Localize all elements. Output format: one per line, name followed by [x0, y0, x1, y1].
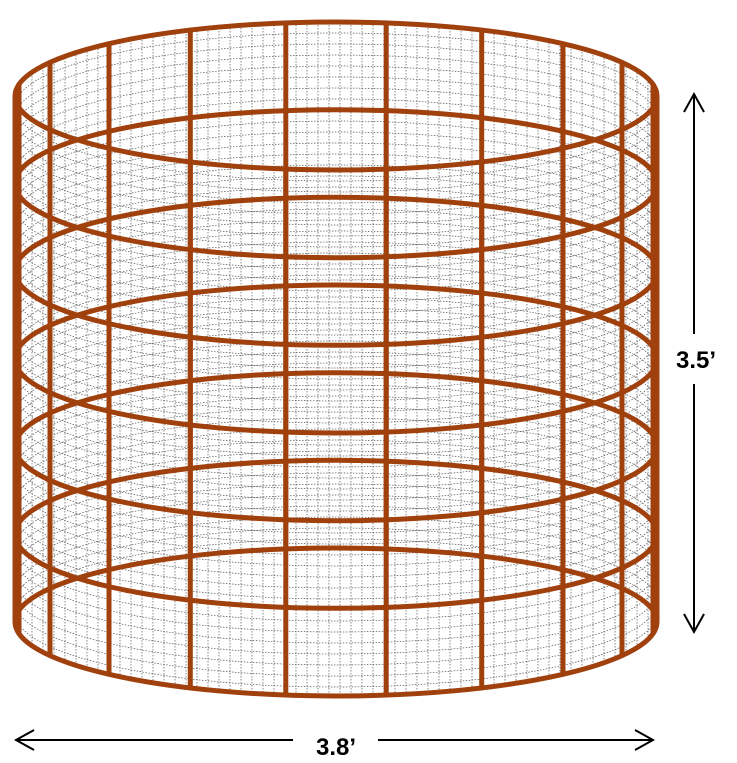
middle-hoop	[12, 194, 660, 348]
width-dimension: 3.8’	[13, 729, 656, 761]
mesh-horizontal-wire	[15, 120, 657, 270]
mesh-horizontal-wire	[15, 87, 657, 237]
mesh-horizontal-wire	[15, 329, 657, 479]
mesh-horizontal-wire	[15, 362, 657, 512]
mesh-horizontal-wire	[15, 417, 657, 567]
mesh-horizontal-wire	[15, 428, 657, 578]
mesh-horizontal-wire	[15, 384, 657, 534]
mesh-horizontal-wire	[15, 98, 657, 248]
mesh-horizontal-wire	[15, 450, 657, 600]
mesh-horizontal-wire	[15, 230, 657, 380]
mesh-horizontal-wire	[15, 439, 657, 589]
mesh-horizontal-wire	[15, 472, 657, 622]
mesh-horizontal-wire	[15, 318, 657, 468]
mesh-horizontal-wire	[15, 395, 657, 545]
wire-mesh	[15, 22, 657, 696]
middle-hoop	[12, 107, 660, 261]
height-arrowhead-bottom	[683, 613, 705, 635]
vertical-posts	[12, 20, 660, 698]
mesh-horizontal-wire	[15, 527, 657, 677]
mesh-horizontal-wire	[15, 241, 657, 391]
height-label: 3.5’	[676, 347, 716, 374]
bottom-hoop	[12, 545, 660, 699]
mesh-horizontal-wire	[15, 296, 657, 446]
mesh-horizontal-wire	[15, 406, 657, 556]
mesh-horizontal-wire	[15, 208, 657, 358]
mesh-horizontal-wire	[15, 32, 657, 182]
width-arrowhead-left	[13, 729, 35, 751]
mesh-horizontal-wire	[15, 505, 657, 655]
horizontal-hoops	[12, 19, 660, 699]
mesh-horizontal-wire	[15, 175, 657, 325]
mesh-horizontal-wire	[15, 516, 657, 666]
top-hoop	[12, 19, 660, 173]
width-arrowhead-right	[634, 729, 656, 751]
middle-hoop	[12, 370, 660, 524]
height-arrowhead-top	[683, 91, 705, 113]
middle-hoop	[12, 282, 660, 436]
mesh-horizontal-wire	[15, 164, 657, 314]
mesh-horizontal-wire	[15, 263, 657, 413]
mesh-horizontal-wire	[15, 186, 657, 336]
mesh-horizontal-wire	[15, 43, 657, 193]
mesh-horizontal-wire	[15, 483, 657, 633]
mesh-horizontal-wire	[15, 307, 657, 457]
mesh-horizontal-wire	[15, 65, 657, 215]
mesh-horizontal-wire	[15, 153, 657, 303]
mesh-horizontal-wire	[15, 142, 657, 292]
mesh-horizontal-wire	[15, 494, 657, 644]
mesh-horizontal-wire	[15, 274, 657, 424]
mesh-horizontal-wire	[15, 219, 657, 369]
mesh-horizontal-wire	[15, 252, 657, 402]
height-dimension: 3.5’	[676, 91, 716, 635]
middle-hoop	[12, 457, 660, 611]
mesh-horizontal-wire	[15, 351, 657, 501]
mesh-horizontal-wire	[15, 131, 657, 281]
mesh-horizontal-wire	[15, 76, 657, 226]
width-label: 3.8’	[316, 734, 356, 761]
mesh-horizontal-wire	[15, 340, 657, 490]
mesh-horizontal-wire	[15, 538, 657, 688]
mesh-horizontal-wire	[15, 54, 657, 204]
